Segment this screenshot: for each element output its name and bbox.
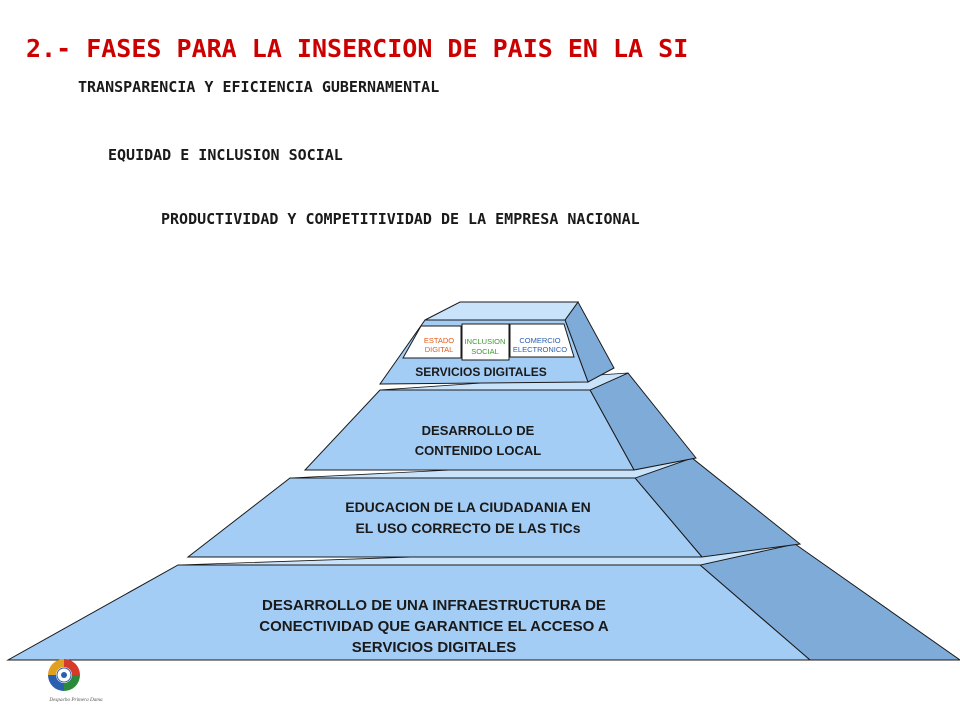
level-4-front [6, 564, 812, 661]
box-comercio-electronico-line-1: COMERCIO [519, 336, 560, 345]
level-3-line-2: EL USO CORRECTO DE LAS TICs [355, 520, 580, 536]
box-estado-digital-line-1: ESTADO [424, 336, 454, 345]
top-level-cap [424, 301, 579, 321]
logo: Despacho Primera Dama [48, 659, 103, 703]
subtitle-productividad: PRODUCTIVIDAD Y COMPETITIVIDAD DE LA EMP… [161, 210, 640, 228]
top-level-label: SERVICIOS DIGITALES [415, 365, 547, 379]
pyramid-level-3: EDUCACION DE LA CIUDADANIA EN EL USO COR… [186, 457, 802, 558]
level-4-line-3: SERVICIOS DIGITALES [352, 639, 516, 656]
pyramid-level-4: DESARROLLO DE UNA INFRAESTRUCTURA DE CON… [6, 543, 960, 661]
pyramid-level-top: ESTADO DIGITAL INCLUSION SOCIAL COMERCIO… [379, 301, 615, 385]
logo-caption: Despacho Primera Dama [48, 697, 103, 703]
box-inclusion-social-line-2: SOCIAL [471, 347, 499, 356]
box-estado-digital: ESTADO DIGITAL [402, 325, 462, 359]
subtitle-equidad: EQUIDAD E INCLUSION SOCIAL [108, 146, 343, 164]
logo-emblem-icon [48, 659, 80, 691]
level-3-front [186, 477, 704, 558]
level-3-line-1: EDUCACION DE LA CIUDADANIA EN [345, 499, 591, 515]
box-inclusion-social: INCLUSION SOCIAL [461, 323, 510, 361]
level-2-line-2: CONTENIDO LOCAL [415, 443, 541, 458]
box-estado-digital-line-2: DIGITAL [425, 345, 454, 354]
box-comercio-electronico: COMERCIO ELECTRONICO [509, 323, 575, 358]
level-2-line-1: DESARROLLO DE [422, 423, 535, 438]
page-title: 2.- FASES PARA LA INSERCION DE PAIS EN L… [26, 34, 689, 63]
subtitle-transparencia: TRANSPARENCIA Y EFICIENCIA GUBERNAMENTAL [78, 78, 440, 96]
pyramid-level-2: DESARROLLO DE CONTENIDO LOCAL [303, 372, 697, 471]
level-2-front [303, 389, 635, 471]
level-4-line-1: DESARROLLO DE UNA INFRAESTRUCTURA DE [262, 597, 606, 614]
box-inclusion-social-line-1: INCLUSION [465, 337, 506, 346]
box-comercio-electronico-line-2: ELECTRONICO [513, 345, 567, 354]
level-4-line-2: CONECTIVIDAD QUE GARANTICE EL ACCESO A [259, 618, 609, 635]
